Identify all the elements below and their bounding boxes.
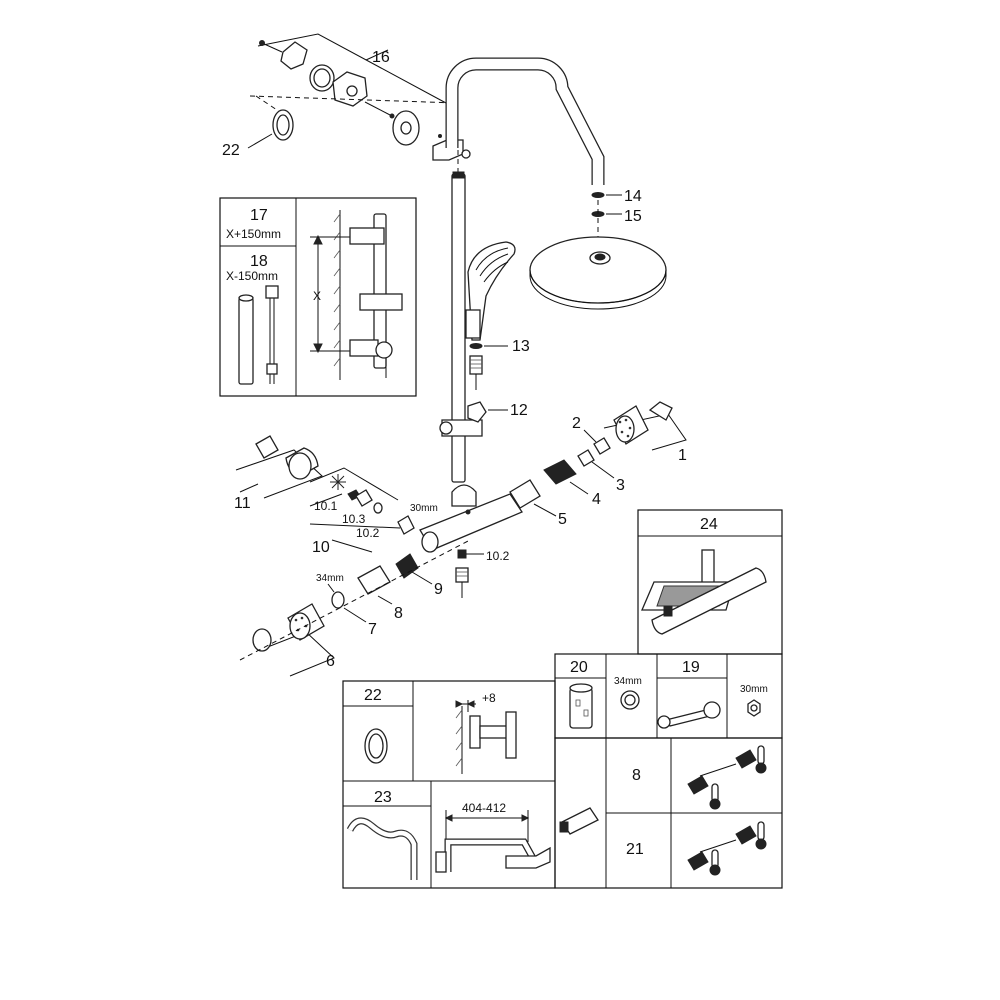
part-2-icon	[593, 437, 611, 455]
thermostat-body	[419, 484, 523, 598]
callout-10-1: 10.1	[314, 499, 338, 513]
callout-22: 22	[222, 142, 240, 159]
panel-23-dim: 404-412	[462, 801, 506, 815]
washer-13-icon	[469, 343, 483, 349]
extension-rod-icon	[238, 297, 254, 385]
connector-8-icon	[357, 565, 391, 595]
callout-5: 5	[558, 511, 567, 528]
check-valve-icon	[687, 851, 709, 871]
extension-box	[219, 197, 417, 397]
panel-19-label: 19	[682, 659, 700, 676]
wrench-icon	[664, 709, 712, 727]
screw-icon	[261, 42, 283, 53]
nut-34mm-icon	[331, 591, 345, 609]
part-3-icon	[577, 449, 595, 467]
callout-1: 1	[678, 447, 687, 464]
handle-cap-6-icon	[252, 628, 272, 652]
nipple-11-icon	[255, 435, 279, 459]
nut-30mm-icon	[397, 515, 415, 535]
shower-head-icon	[505, 846, 551, 869]
wall-bracket-assembly	[247, 33, 471, 161]
outlet-nut-icon	[455, 567, 469, 583]
thermometer-icon	[757, 745, 765, 765]
callout-7: 7	[368, 621, 377, 638]
callout-3: 3	[616, 477, 625, 494]
dim-18: X-150mm	[226, 269, 278, 283]
sleeve-icon	[569, 687, 593, 729]
thermometer-icon	[757, 821, 765, 841]
part-9-icon	[395, 553, 419, 579]
callout-10-2b: 10.2	[486, 549, 510, 563]
hose-nut-icon	[469, 355, 483, 375]
label-18: 18	[250, 253, 268, 270]
panel-23-label: 23	[374, 789, 392, 806]
check-valve-icon	[735, 825, 757, 845]
label-17: 17	[250, 207, 268, 224]
callout-8: 8	[394, 605, 403, 622]
right-side-parts	[509, 401, 687, 517]
rod-connector-icon	[265, 285, 279, 299]
callout-6: 6	[326, 653, 335, 670]
panel-8-label: 8	[632, 767, 641, 784]
callout-10-3: 10.3	[342, 512, 366, 526]
callout-13: 13	[512, 338, 530, 355]
thermostat-mixer-icon	[651, 567, 767, 635]
dim-17: X+150mm	[226, 227, 281, 241]
part-10-3-icon	[355, 489, 373, 507]
callout-16: 16	[372, 49, 390, 66]
callout-15: 15	[624, 208, 642, 225]
callout-4: 4	[592, 491, 601, 508]
callout-34mm: 34mm	[316, 573, 344, 584]
panel-20-size: 34mm	[614, 676, 642, 687]
cartridge-4-icon	[543, 459, 577, 485]
callout-2: 2	[572, 415, 581, 432]
panel-20-19	[554, 653, 783, 739]
callout-10-2a: 10.2	[356, 526, 380, 540]
callout-11: 11	[234, 495, 251, 512]
left-side-parts	[235, 435, 471, 677]
panel-22-label: 22	[364, 687, 382, 704]
handle-cap-icon	[648, 401, 673, 421]
riser-pipe	[445, 57, 605, 483]
panel-22-dim: +8	[482, 691, 496, 705]
callout-12: 12	[510, 402, 528, 419]
mini-slider-icon	[359, 293, 403, 311]
check-valve-icon	[735, 749, 757, 769]
panel-8-21	[554, 737, 783, 889]
check-valve-icon	[687, 775, 709, 795]
dim-x: X	[313, 289, 321, 303]
panel-20-label: 20	[570, 659, 588, 676]
panel-19-size: 30mm	[740, 684, 768, 695]
callout-14: 14	[624, 188, 642, 205]
washer-14-icon	[591, 192, 605, 198]
panel-21-label: 21	[626, 841, 644, 858]
slider-12	[439, 401, 508, 437]
part-5-icon	[509, 479, 541, 509]
head-shower	[529, 192, 667, 310]
panel-22-23	[342, 680, 556, 889]
bracket-plate-icon	[280, 41, 308, 70]
callout-9: 9	[434, 581, 443, 598]
panel-24	[637, 509, 783, 655]
panel-24-label: 24	[700, 516, 718, 533]
callout-10: 10	[312, 539, 330, 556]
hand-shower	[465, 241, 516, 390]
callout-30mm: 30mm	[410, 503, 438, 514]
